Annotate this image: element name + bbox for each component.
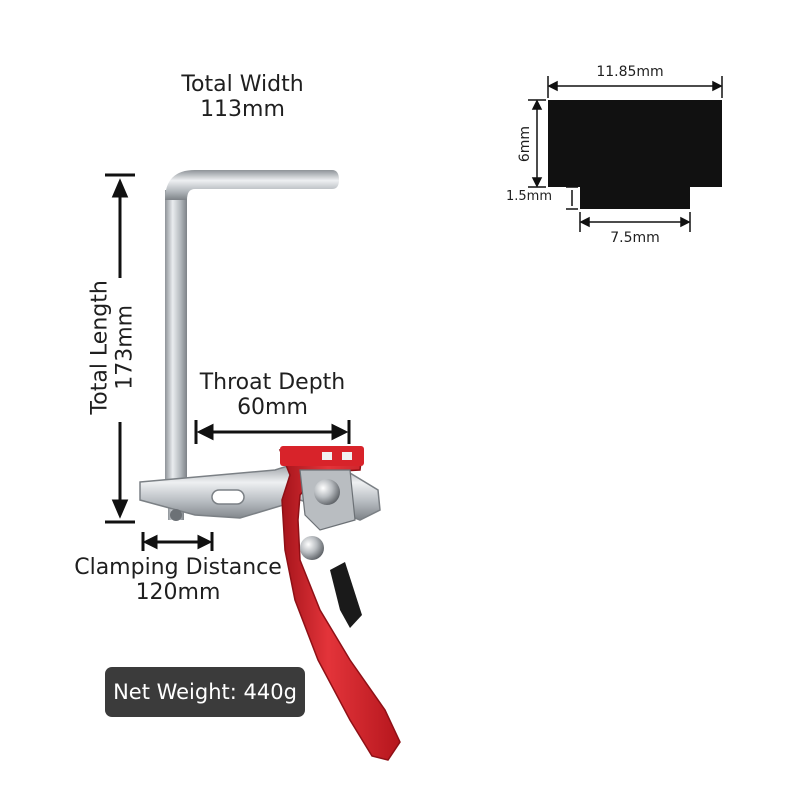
total-length-title: Total Length [87, 280, 113, 415]
total-length-label: Total Length 173mm [88, 247, 139, 447]
throat-depth-dimension [194, 420, 351, 444]
clamping-distance-value: 120mm [135, 580, 221, 606]
net-weight-badge: Net Weight: 440g [105, 667, 305, 717]
total-width-title: Total Width [181, 72, 304, 97]
throat-depth-label: Throat Depth 60mm [185, 370, 360, 421]
clamping-distance-label: Clamping Distance 120mm [68, 555, 288, 606]
profile-top-width-label: 11.85mm [596, 64, 664, 80]
clamping-distance-title: Clamping Distance [74, 555, 282, 580]
clamping-distance-dimension [141, 532, 214, 551]
total-width-label: Total Width 113mm [150, 72, 335, 123]
profile-step-label: 1.5mm [506, 189, 553, 204]
throat-depth-title: Throat Depth [199, 370, 346, 395]
pivot-rivets [299, 469, 356, 560]
total-length-value: 173mm [113, 304, 138, 390]
total-width-value: 113mm [200, 97, 285, 123]
profile-bottom-width-label: 7.5mm [610, 230, 660, 246]
total-length-dimension [105, 173, 135, 524]
profile-height-label: 6mm [516, 125, 533, 163]
throat-depth-value: 60mm [237, 395, 308, 421]
profile-cross-section [528, 76, 723, 232]
